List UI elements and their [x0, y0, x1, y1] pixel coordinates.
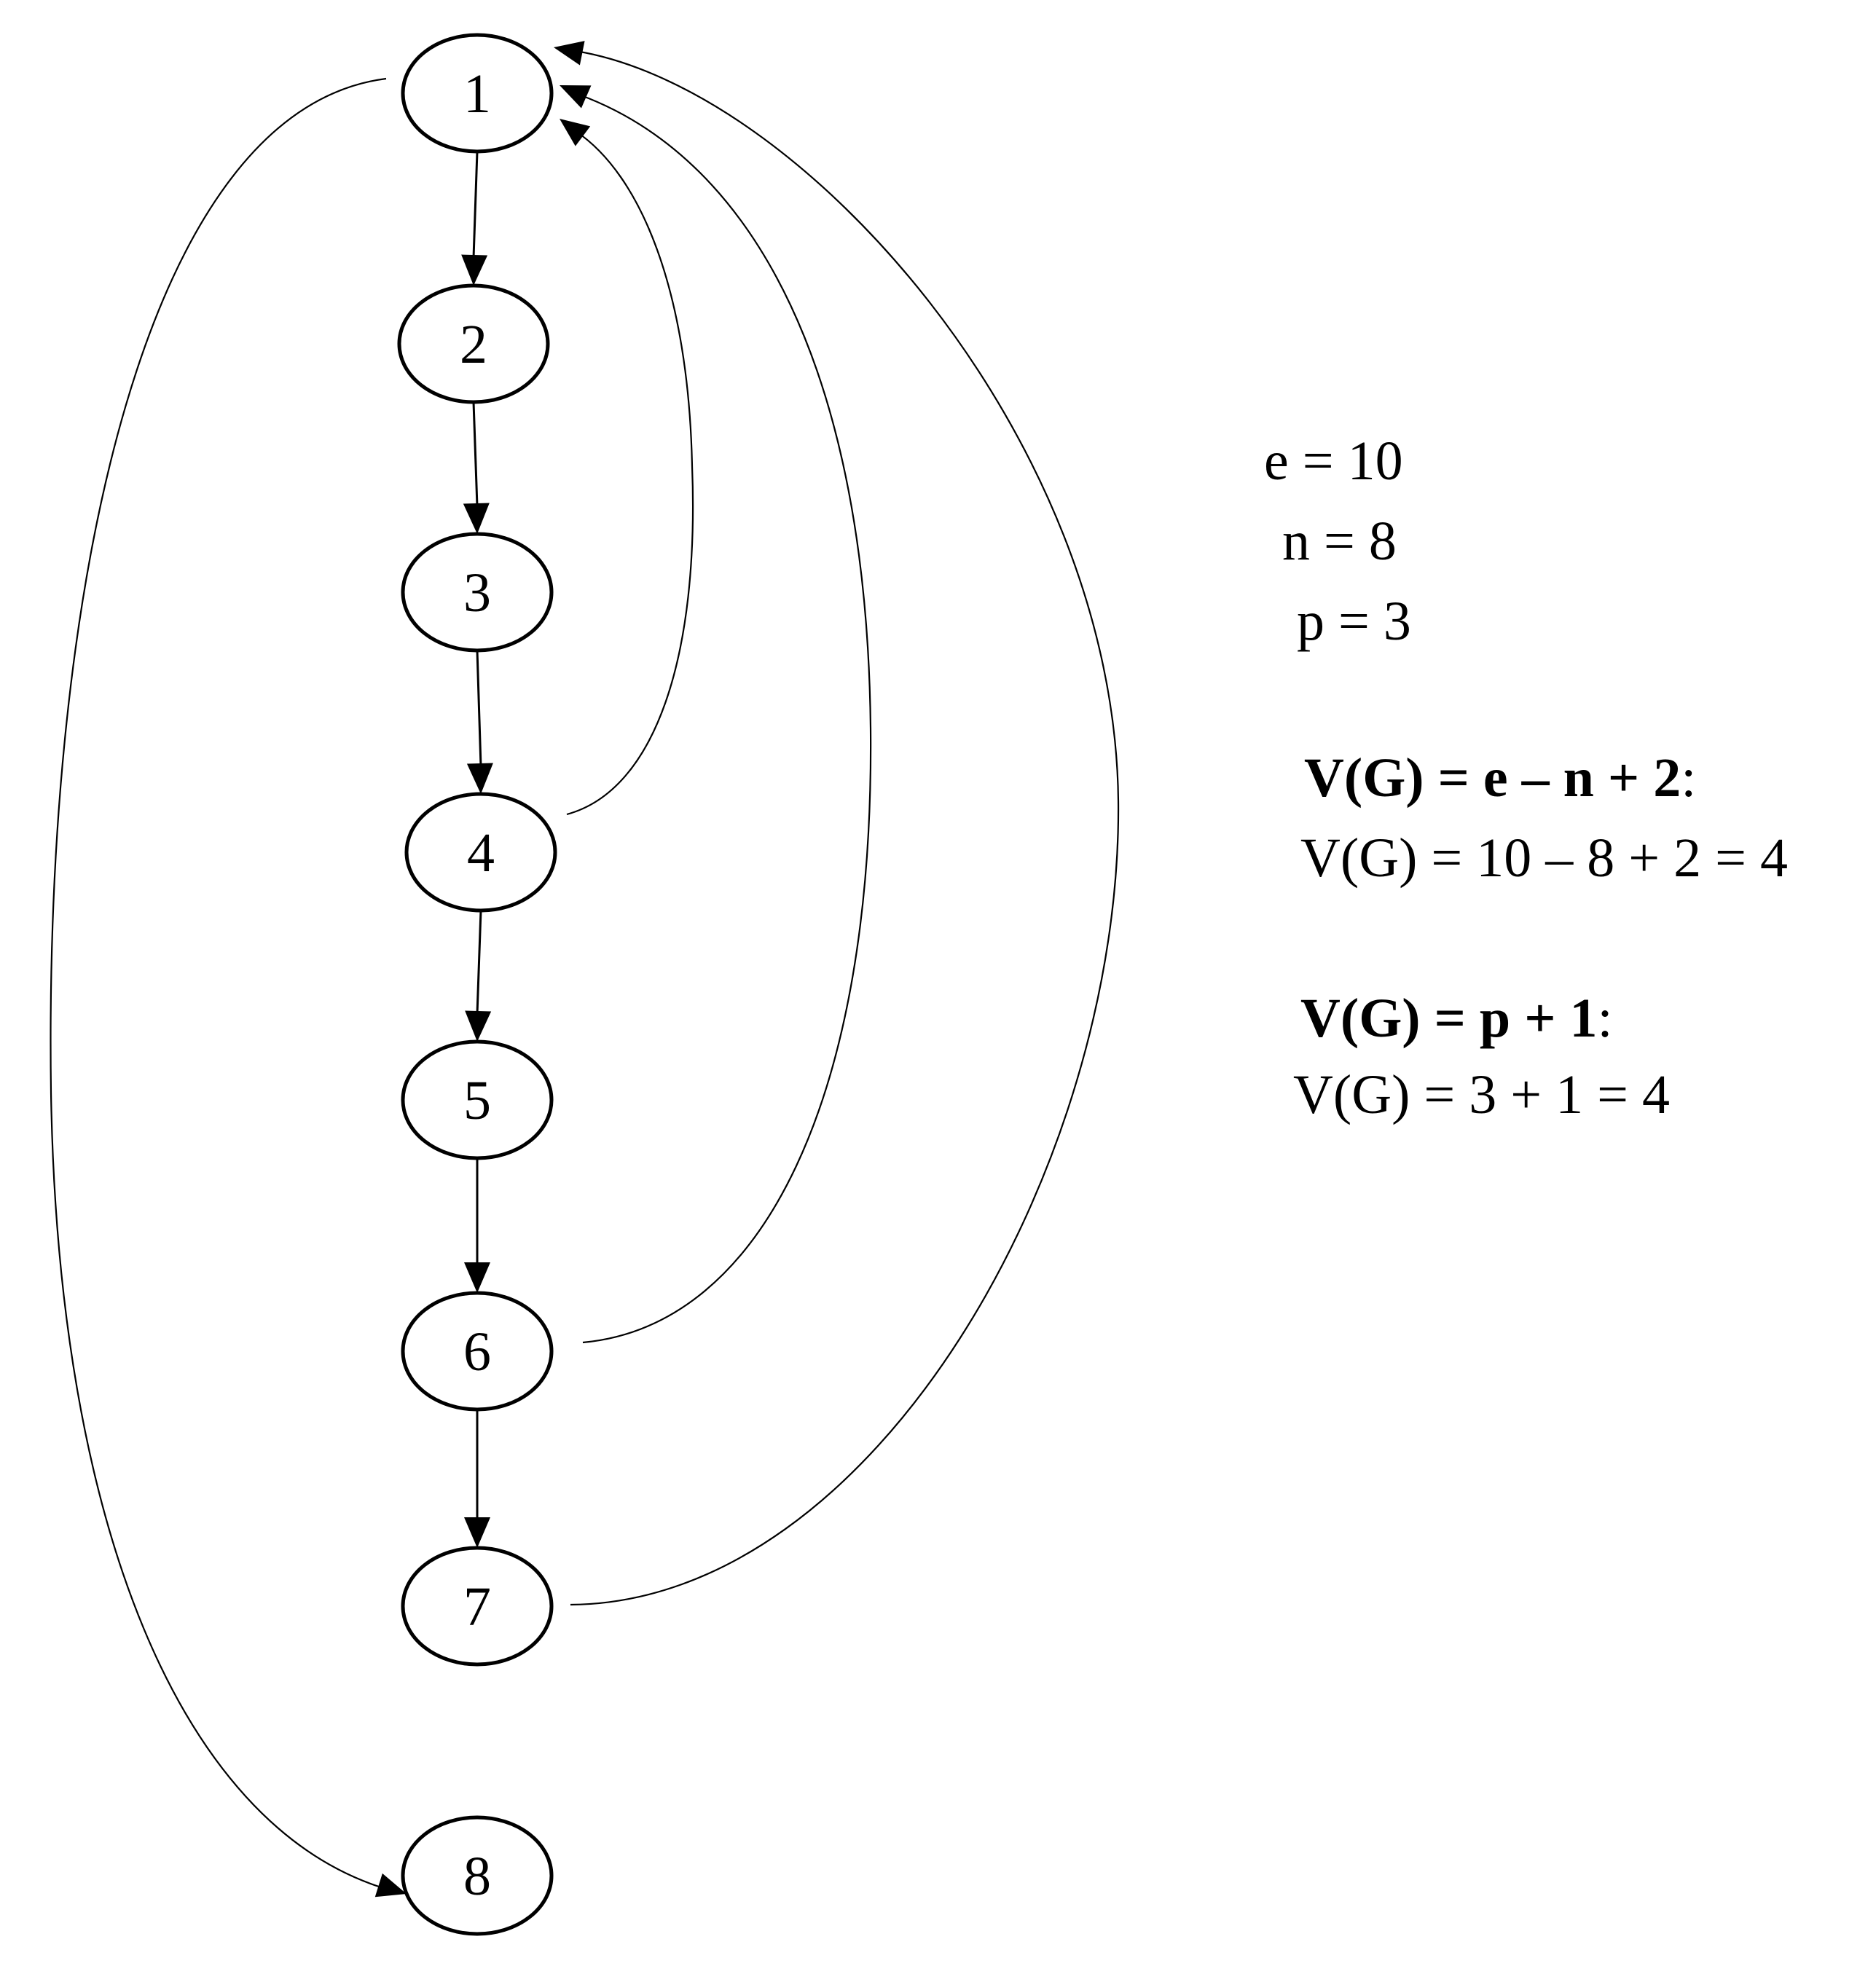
edge-7-to-1 — [570, 50, 1120, 1606]
edge-1-to-8 — [50, 77, 387, 1888]
node-6-ellipse — [401, 1291, 554, 1412]
edge-4-to-1 — [566, 130, 694, 816]
edge-3-to-4 — [476, 650, 482, 767]
formula-2-calculation: V(G) = 3 + 1 = 4 — [1293, 1064, 1670, 1125]
formula-1-expression: V(G) = e – n + 2 — [1304, 747, 1681, 809]
node-2-label: 2 — [460, 314, 487, 375]
edge-4-to-5-arrowhead — [465, 1010, 492, 1042]
node-2: 2 — [397, 283, 550, 404]
edge-1-to-2 — [472, 151, 479, 259]
edge-6-to-7-arrowhead — [464, 1517, 490, 1548]
formula-1-colon: : — [1681, 747, 1697, 809]
node-5-ellipse — [401, 1039, 554, 1160]
node-5-label: 5 — [463, 1070, 491, 1131]
node-6: 6 — [401, 1291, 554, 1412]
node-1-label: 1 — [463, 63, 491, 125]
edge-4-to-1-arrowhead — [560, 119, 591, 146]
node-8-ellipse — [401, 1815, 554, 1936]
edge-7-to-1-arrowhead — [554, 41, 585, 66]
node-7-label: 7 — [463, 1576, 491, 1637]
edge-5-to-6-arrowhead — [464, 1262, 490, 1293]
node-3-ellipse — [401, 532, 554, 653]
node-3-label: 3 — [463, 562, 491, 624]
node-1: 1 — [401, 33, 554, 154]
node-4-ellipse — [404, 792, 557, 913]
edge-1-to-8-arrowhead — [374, 1873, 407, 1898]
formula-1-calculation: V(G) = 10 – 8 + 2 = 4 — [1300, 827, 1788, 889]
edge-6-to-1-arrowhead — [560, 85, 592, 109]
node-4: 4 — [404, 792, 557, 913]
node-7: 7 — [401, 1546, 554, 1667]
nodes-layer: 1 2 3 4 5 6 7 8 — [397, 33, 557, 1936]
edge-4-to-5 — [476, 910, 482, 1015]
formula-2-colon: : — [1597, 988, 1613, 1049]
metric-n: n = 8 — [1282, 511, 1397, 572]
edge-2-to-3-arrowhead — [463, 503, 490, 534]
node-8-label: 8 — [463, 1846, 491, 1907]
node-2-ellipse — [397, 283, 550, 404]
formula-1-heading: V(G) = e – n + 2: — [1304, 750, 1696, 806]
node-4-label: 4 — [467, 822, 495, 884]
formula-2-heading: V(G) = p + 1: — [1300, 991, 1613, 1046]
edge-1-to-2-arrowhead — [461, 254, 488, 286]
metric-p: p = 3 — [1297, 591, 1411, 652]
node-5: 5 — [401, 1039, 554, 1160]
edge-3-to-4-arrowhead — [466, 763, 493, 794]
formula-2-expression: V(G) = p + 1 — [1300, 988, 1598, 1049]
node-7-ellipse — [401, 1546, 554, 1667]
node-3: 3 — [401, 532, 554, 653]
node-8: 8 — [401, 1815, 554, 1936]
node-1-ellipse — [401, 33, 554, 154]
metric-e: e = 10 — [1264, 430, 1403, 492]
node-6-label: 6 — [463, 1321, 491, 1383]
edge-2-to-3 — [472, 401, 479, 507]
edges-layer — [50, 41, 1120, 1898]
edge-6-to-1 — [578, 93, 872, 1344]
